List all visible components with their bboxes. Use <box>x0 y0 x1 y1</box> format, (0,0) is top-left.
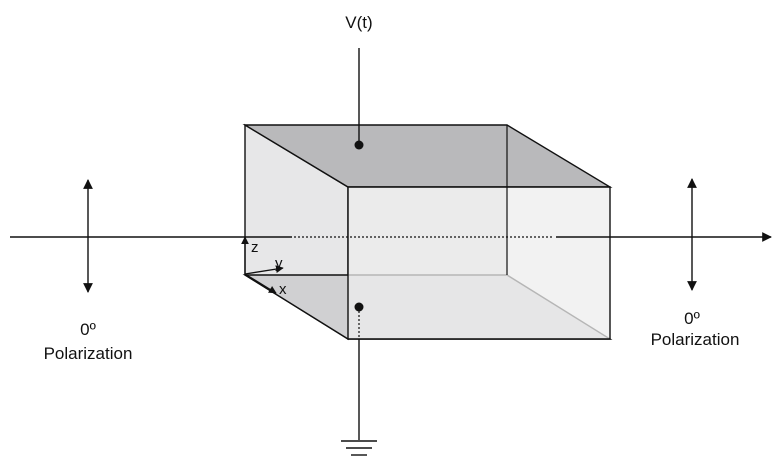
right-degree-label: 0º <box>684 309 700 328</box>
z-axis-label: z <box>251 239 259 256</box>
right-polarization-label: Polarization <box>651 330 740 349</box>
crystal-front-face <box>347 186 611 340</box>
ground-icon <box>341 440 377 456</box>
x-axis-arrow <box>244 273 277 294</box>
left-polarization-label: Polarization <box>44 344 133 363</box>
x-axis-label: x <box>279 281 287 298</box>
y-axis-arrow <box>244 265 284 275</box>
left-degree-label: 0º <box>80 320 96 339</box>
voltage-label: V(t) <box>345 13 372 32</box>
top-electrode-dot <box>354 140 364 150</box>
y-axis-label: y <box>275 255 283 272</box>
